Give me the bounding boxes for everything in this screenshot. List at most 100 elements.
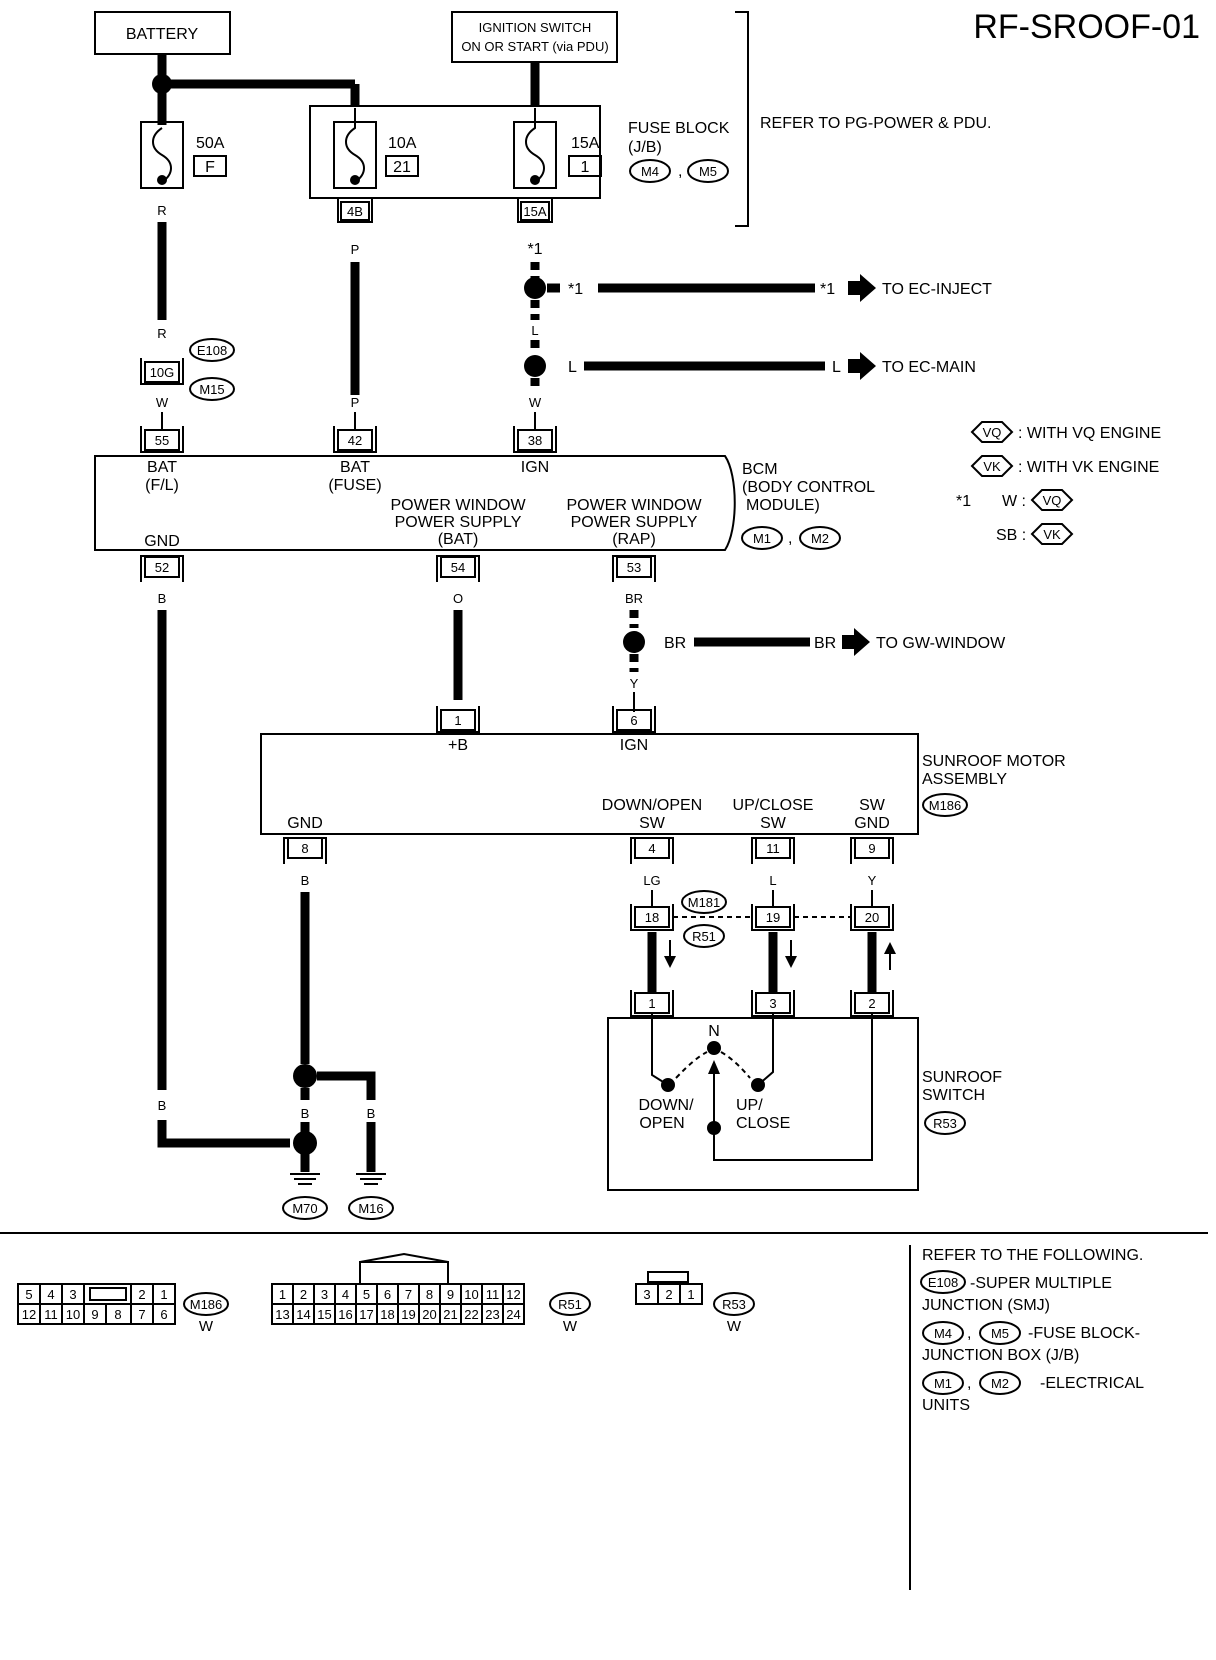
motor-pin-11-num: 11 [766, 841, 780, 856]
terminal-15a [520, 201, 550, 221]
r51-cell-20: 20 [422, 1307, 436, 1322]
bcm-pin-53-num: 53 [627, 560, 641, 575]
joint-pin-18 [634, 906, 670, 928]
refer-badge-e108-text: E108 [928, 1275, 958, 1290]
conn-badge-r53-text: R53 [933, 1116, 957, 1131]
wire-color-br-1: BR [625, 591, 643, 606]
m186-cell-12: 12 [22, 1307, 36, 1322]
switch-up-label2: CLOSE [736, 1115, 790, 1132]
battery-label: BATTERY [126, 26, 199, 43]
motor-pin-1-frame [436, 706, 480, 733]
legend-w: W : [1002, 493, 1026, 510]
legend-vk-text: : WITH VK ENGINE [1018, 459, 1159, 476]
arrow-gw-window [842, 628, 870, 656]
wire-color-b-4: B [301, 1106, 310, 1121]
fuse-block-label-2: (J/B) [628, 139, 662, 156]
r51-cell-17: 17 [359, 1307, 373, 1322]
refer-eu-1: -ELECTRICAL [1040, 1375, 1144, 1392]
r51-lock [359, 1261, 449, 1284]
bcm-pin-55-label2: (F/L) [145, 477, 179, 494]
conn-badge-m70-text: M70 [292, 1201, 317, 1216]
ignition-label-1: IGNITION SWITCH [479, 20, 592, 35]
bcm-pin-54-label3: (BAT) [438, 531, 479, 548]
sunroof-motor-box [260, 733, 919, 835]
m186-cell-9: 9 [91, 1307, 98, 1322]
motor-pin-9 [854, 837, 890, 859]
r53-lock [647, 1271, 689, 1283]
conn-view-badge-r51-text: R51 [558, 1297, 582, 1312]
refer-smj-1: -SUPER MULTIPLE [970, 1275, 1112, 1292]
star-label-3: *1 [820, 281, 835, 298]
legend-sb-vk-text: VK [1043, 527, 1061, 542]
joint-pin-20 [854, 906, 890, 928]
bcm-pin-38-label1: IGN [521, 459, 549, 476]
refer-bracket [735, 11, 749, 227]
to-ec-inject: TO EC-INJECT [882, 281, 992, 298]
conn-badge-m15-text: M15 [199, 382, 224, 397]
conn-badge-m15 [189, 377, 235, 401]
refer-badge-m5 [979, 1321, 1021, 1345]
conn-badge-r51 [683, 924, 725, 948]
star-label-2: *1 [568, 281, 583, 298]
r51-cell-12: 12 [506, 1287, 520, 1302]
conn-view-badge-r51 [549, 1292, 591, 1316]
r53-cell-1: 1 [687, 1287, 694, 1302]
switch-down-label1: DOWN/ [638, 1097, 694, 1114]
fuse-50a-id: F [205, 159, 215, 176]
conn-badge-m70 [282, 1196, 328, 1220]
wire-color-r-1: R [157, 203, 166, 218]
refer-badge-m2 [979, 1371, 1021, 1395]
fuse-15a-amp: 15A [571, 135, 600, 152]
motor-pin-6-label: IGN [620, 737, 648, 754]
ign-splice-2 [524, 355, 546, 377]
conn-badge-r51-text: R51 [692, 929, 716, 944]
arrow-ec-inject [848, 274, 876, 302]
legend-vq-badge-text: VQ [983, 425, 1002, 440]
legend-star: *1 [956, 493, 971, 510]
refer-badge-e108 [920, 1270, 966, 1294]
smj-terminal-label: 10G [150, 365, 175, 380]
fuse-10a-id-box [385, 155, 419, 177]
bcm-pin-55-label1: BAT [147, 459, 177, 476]
joint-pin-19-num: 19 [766, 910, 780, 925]
wire-color-br-3: BR [814, 635, 836, 652]
motor-pin-11 [755, 837, 791, 859]
fuse-10a-amp: 10A [388, 135, 417, 152]
switch-contact-down [661, 1078, 675, 1092]
switch-arc-right [720, 1051, 751, 1079]
bcm-pin-54-num: 54 [451, 560, 465, 575]
r51-cell-8: 8 [426, 1287, 433, 1302]
legend-vq-text: : WITH VQ ENGINE [1018, 425, 1161, 442]
wire-color-br-2: BR [664, 635, 686, 652]
motor-pin-4-num: 4 [648, 841, 655, 856]
comma-bcm: , [788, 530, 792, 547]
r51-cell-23: 23 [485, 1307, 499, 1322]
bcm-pin-52-num: 52 [155, 560, 169, 575]
motor-pin-1 [440, 709, 476, 731]
motor-pin-6 [616, 709, 652, 731]
conn-badge-m5 [687, 159, 729, 183]
fuse-50a [140, 121, 184, 189]
motor-pin-9-label1: SW [859, 797, 886, 814]
ground-symbol-m16 [356, 1173, 386, 1185]
refer-pg-power: REFER TO PG-POWER & PDU. [760, 115, 991, 132]
r53-cell-2: 2 [665, 1287, 672, 1302]
refer-heading: REFER TO THE FOLLOWING. [922, 1247, 1143, 1264]
bcm-pin-55-num: 55 [155, 433, 169, 448]
conn-badge-e108 [189, 338, 235, 362]
conn-view-badge-m186 [183, 1292, 229, 1316]
bcm-name-3: MODULE) [746, 497, 820, 514]
conn-badge-m186-text: M186 [929, 798, 962, 813]
motor-pin-8-label: GND [287, 815, 323, 832]
bcm-pin-52-label1: GND [144, 533, 180, 550]
bcm-pin-53 [616, 556, 652, 578]
r51-lock-cap [359, 1252, 449, 1263]
wire-color-lg: LG [643, 873, 660, 888]
motor-pin-4-label1: DOWN/OPEN [602, 797, 702, 814]
legend-w-vq-text: VQ [1043, 493, 1062, 508]
bcm-pin-42-label1: BAT [340, 459, 370, 476]
legend-w-vq-badge [1030, 489, 1074, 511]
refer-jb-2: JUNCTION BOX (J/B) [922, 1347, 1079, 1364]
